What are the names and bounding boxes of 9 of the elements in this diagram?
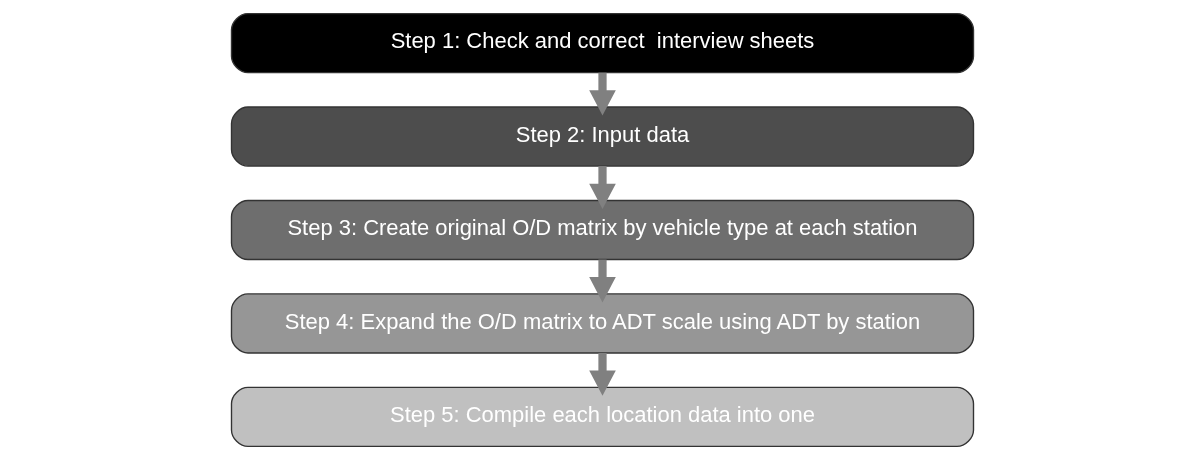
node-box: Step 1: Check and correct interview sheets [230, 12, 974, 74]
arrow [588, 353, 616, 396]
node-box: Step 3: Create original O/D matrix by vehicle type at each station [230, 199, 974, 261]
arrow [588, 72, 616, 116]
arrow [588, 166, 616, 209]
node-box: Step 4: Expand the O/D matrix to ADT scale using ADT by station [230, 293, 974, 354]
node-box: Step 2: Input data [230, 106, 974, 167]
arrow [588, 259, 616, 303]
node-box: Step 5: Compile each location data into one [230, 386, 974, 448]
